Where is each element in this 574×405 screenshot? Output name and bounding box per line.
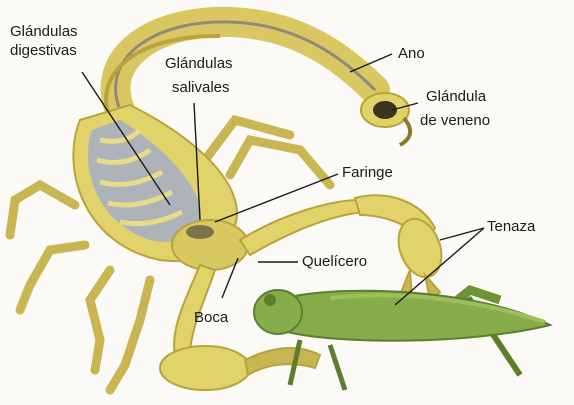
label-pharynx: Faringe: [342, 164, 393, 181]
label-digestive-line2: digestivas: [10, 42, 77, 59]
label-digestive-line1: Glándulas: [10, 23, 78, 40]
label-pincer: Tenaza: [487, 218, 536, 235]
salivary-gland-shape: [186, 225, 214, 239]
lower-pincer-hand: [160, 346, 250, 390]
label-chelicera: Quelícero: [302, 253, 367, 270]
label-anus: Ano: [398, 45, 425, 62]
label-venom-line2: de veneno: [420, 112, 490, 129]
label-salivary-line1: Glándulas: [165, 55, 233, 72]
grasshopper-eye: [264, 294, 276, 306]
label-venom-line1: Glándula: [426, 88, 487, 105]
grasshopper-head: [254, 290, 302, 334]
label-mouth: Boca: [194, 309, 229, 326]
label-salivary-line2: salivales: [172, 79, 230, 96]
